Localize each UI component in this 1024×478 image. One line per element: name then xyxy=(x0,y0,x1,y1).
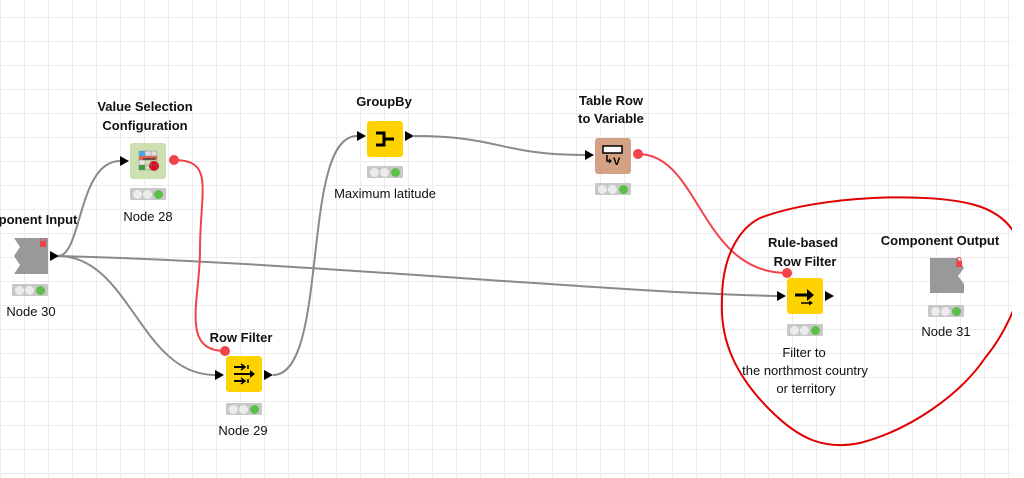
node-label: Node 28 xyxy=(123,209,173,224)
node-label: Maximum latitude xyxy=(334,186,436,201)
output-port-icon[interactable] xyxy=(405,131,414,141)
component-input-icon[interactable] xyxy=(12,238,50,275)
wire-input-to-rule-filter xyxy=(57,255,778,297)
rule-based-row-filter-icon[interactable] xyxy=(787,278,823,314)
wire-groupby-to-table-row xyxy=(413,135,586,156)
wire-input-to-row-filter xyxy=(57,255,216,376)
node-title-line2: to Variable xyxy=(578,111,644,126)
node-title: Row Filter xyxy=(209,330,273,345)
node-label-line2: the northmost country xyxy=(742,363,868,378)
value-selection-icon[interactable] xyxy=(130,143,166,179)
variable-input-port-icon[interactable] xyxy=(220,346,230,356)
node-title: ponent Input xyxy=(0,212,78,227)
table-row-to-variable-icon[interactable]: V xyxy=(595,138,631,174)
wire-row-filter-to-groupby xyxy=(272,135,358,376)
status-traffic-light xyxy=(928,305,964,317)
input-port-icon[interactable] xyxy=(585,150,594,160)
variable-input-port-icon[interactable] xyxy=(782,268,792,278)
status-traffic-light xyxy=(130,188,166,200)
node-label: Node 29 xyxy=(218,423,268,438)
node-title: GroupBy xyxy=(356,94,412,109)
groupby-icon[interactable] xyxy=(367,121,403,157)
row-filter-icon[interactable] xyxy=(226,356,262,392)
variable-output-port-icon[interactable] xyxy=(169,155,179,165)
node-title: Component Output xyxy=(880,233,1000,248)
status-traffic-light xyxy=(787,324,823,336)
node-label-line1: Filter to xyxy=(782,345,826,360)
node-label: Node 30 xyxy=(6,304,56,319)
output-port-icon[interactable] xyxy=(825,291,834,301)
status-traffic-light xyxy=(595,183,631,195)
output-port-icon[interactable] xyxy=(50,251,59,261)
component-output-icon[interactable] xyxy=(928,257,966,295)
node-label: Node 31 xyxy=(921,324,971,339)
node-title-line1: Value Selection xyxy=(97,99,193,114)
input-port-icon[interactable] xyxy=(357,131,366,141)
wire-table-row-to-rule-filter xyxy=(637,153,788,274)
input-port-icon[interactable] xyxy=(120,156,129,166)
wire-value-selection-to-row-filter xyxy=(173,159,226,352)
output-port-icon[interactable] xyxy=(264,370,273,380)
status-traffic-light xyxy=(12,284,48,296)
node-title-line2: Configuration xyxy=(102,118,188,133)
input-port-icon[interactable] xyxy=(215,370,224,380)
variable-output-port-icon[interactable] xyxy=(633,149,643,159)
svg-text:V: V xyxy=(613,156,621,168)
status-traffic-light xyxy=(367,166,403,178)
input-port-icon[interactable] xyxy=(777,291,786,301)
node-title-line1: Rule-based xyxy=(767,235,839,250)
node-title-line2: Row Filter xyxy=(773,254,837,269)
wire-input-to-value-selection xyxy=(57,160,121,257)
node-label-line3: or territory xyxy=(776,381,836,396)
canvas-edge xyxy=(1012,0,1024,478)
status-traffic-light xyxy=(226,403,262,415)
node-title-line1: Table Row xyxy=(578,93,644,108)
